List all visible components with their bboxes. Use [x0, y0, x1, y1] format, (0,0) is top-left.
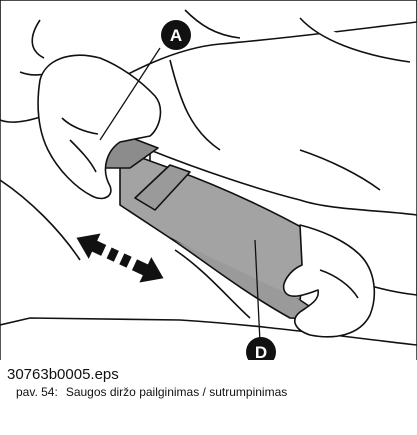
- double-arrow-icon: [71, 225, 170, 291]
- belt-adjustment-illustration: A D: [0, 0, 417, 360]
- figure-number: pav. 54:: [16, 385, 58, 399]
- figure-caption-text: Saugos diržo pailginimas / sutrumpinimas: [66, 385, 287, 399]
- callout-a-label: A: [170, 26, 182, 45]
- callout-d: D: [246, 337, 276, 360]
- figure-caption: pav. 54: Saugos diržo pailginimas / sutru…: [16, 385, 287, 399]
- callout-d-label: D: [255, 343, 267, 360]
- file-name: 30763b0005.eps: [7, 366, 119, 383]
- callout-a: A: [161, 20, 191, 50]
